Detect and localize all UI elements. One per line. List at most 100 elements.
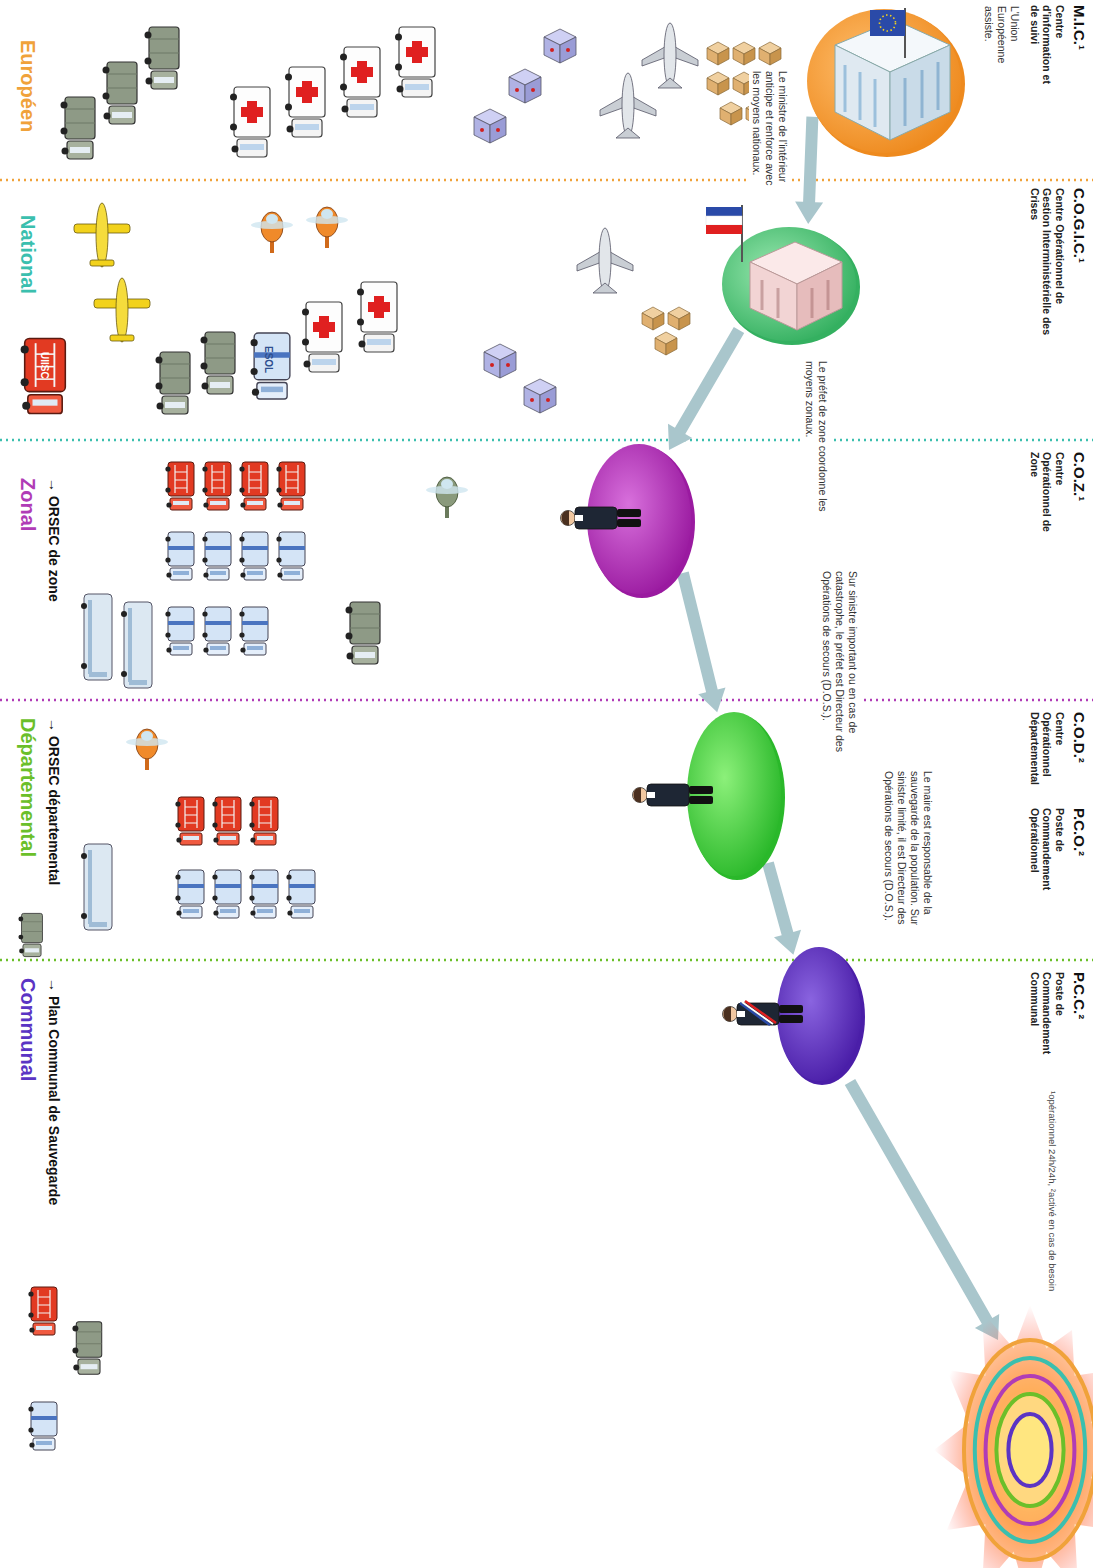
plan-name: → Plan Communal de Sauvegarde <box>46 978 62 1205</box>
prefect-figure <box>561 507 642 529</box>
center-name: Centre Opérationnel de Gestion Intermini… <box>1028 188 1066 338</box>
level-title: Départemental <box>16 718 39 857</box>
burst-rays <box>934 1305 1093 1568</box>
vehicle-marking: ESOL <box>263 346 274 373</box>
role-note: Sur sinistre important ou en cas de cata… <box>819 570 860 762</box>
bus-icon <box>81 594 112 680</box>
disc-face <box>777 947 861 1081</box>
container-icon <box>544 29 576 63</box>
center-acronym: C.O.D.² <box>1071 712 1088 763</box>
fire-truck-icon <box>249 797 278 845</box>
ambulance-icon <box>285 67 325 137</box>
disc-shape <box>585 442 695 598</box>
helicopter-icon <box>251 212 293 253</box>
ambulance-icon <box>340 47 380 117</box>
window-row <box>874 79 877 127</box>
level-title: Zonal <box>16 478 39 531</box>
ambulance-icon <box>230 87 270 157</box>
bus-icon <box>121 602 152 688</box>
sash-stripe <box>745 1001 776 1023</box>
level-band: NationalC.O.G.I.C.¹Centre Opérationnel d… <box>0 180 1093 440</box>
truck-icon <box>18 913 42 956</box>
waterbomber-icon <box>94 278 150 342</box>
command-disc: Le ministre de l'intérieur anticipe et r… <box>720 225 860 345</box>
disc-face <box>587 444 691 594</box>
window-row <box>859 72 862 120</box>
flag-stripe <box>706 207 742 216</box>
ambulance-icon <box>202 532 231 580</box>
command-arrow <box>668 327 744 450</box>
incident-arrow <box>845 1079 999 1340</box>
center-acronym: P.C.O.² <box>1071 808 1088 856</box>
mayor-body <box>723 1003 804 1025</box>
helicopter-icon <box>306 207 348 248</box>
center-name: Poste de Commandement Opérationnel <box>1028 808 1066 898</box>
helicopter-icon <box>126 729 168 770</box>
eu-building <box>835 8 950 140</box>
window-row <box>937 62 940 110</box>
prefect-figure <box>633 784 714 806</box>
disc-shape <box>685 710 785 880</box>
plane-icon <box>577 228 633 293</box>
eu-flag <box>870 10 905 36</box>
window-row <box>921 70 924 118</box>
ambulance-icon <box>165 532 194 580</box>
waterbomber-icon <box>74 203 130 267</box>
fire-truck-icon <box>202 462 231 510</box>
container-icon <box>509 69 541 103</box>
command-disc: L'Union Européenne assiste. <box>805 7 965 157</box>
ambulance-icon <box>302 302 342 372</box>
level-band: EuropéenM.I.C.¹Centre d'information et d… <box>0 0 1093 180</box>
supply-box <box>733 42 755 65</box>
sash-stripe <box>740 1003 770 1025</box>
building-roof <box>750 242 842 284</box>
center-acronym: P.C.C.² <box>1071 972 1088 1019</box>
supply-box <box>759 42 781 65</box>
truck-icon <box>201 332 236 394</box>
level-band: Zonal→ ORSEC de zoneC.O.Z.¹Centre Opérat… <box>0 440 1093 700</box>
disc-face <box>687 712 781 876</box>
band-separator <box>0 959 1093 962</box>
supply-box <box>668 307 690 330</box>
truck-icon <box>346 602 381 664</box>
vehicle-marking: UIISC <box>39 352 50 379</box>
center-acronym: M.I.C.¹ <box>1071 5 1088 50</box>
building-side <box>797 262 842 330</box>
footnote: ¹opérationnel 24h/24h, ²activé en cas de… <box>1046 1090 1059 1292</box>
disc-face <box>722 227 856 341</box>
level-title: Européen <box>16 40 39 132</box>
center-acronym: C.O.G.I.C.¹ <box>1071 188 1088 263</box>
flag-stripe <box>706 225 742 234</box>
flag-stars <box>880 15 896 31</box>
role-note: L'Union Européenne assiste. <box>981 5 1022 82</box>
disc-shape <box>805 7 965 157</box>
center-name: Poste de Commandement Communal <box>1028 972 1066 1062</box>
bus-icon <box>81 844 112 930</box>
command-disc: Sur sinistre important ou en cas de cata… <box>685 710 785 880</box>
command-arrow <box>762 861 801 954</box>
fire-truck-icon <box>276 462 305 510</box>
command-disc: Le maire est responsable de la sauvegard… <box>775 945 865 1085</box>
fire-truck-icon <box>212 797 241 845</box>
level-title: Communal <box>16 978 39 1081</box>
building-side <box>835 45 890 140</box>
sash-stripe <box>742 1002 773 1024</box>
container-icon <box>524 379 556 413</box>
ring-national <box>975 1358 1085 1542</box>
truck-icon <box>145 27 180 89</box>
ambulance-icon <box>357 282 397 352</box>
command-disc: Le préfet de zone coordonne les moyens z… <box>585 442 695 598</box>
role-note: Le maire est responsable de la sauvegard… <box>881 770 936 957</box>
incident-burst <box>934 1305 1093 1568</box>
building-roof <box>835 20 950 72</box>
ambulance-icon <box>28 1402 57 1450</box>
disc-shape <box>775 945 865 1085</box>
disc-shape <box>720 225 860 345</box>
window-row <box>904 78 907 126</box>
center-acronym: C.O.Z.¹ <box>1071 452 1088 501</box>
fire-truck-icon <box>165 462 194 510</box>
building-side <box>890 45 950 140</box>
fire-truck-icon <box>28 1287 57 1335</box>
ambulance-icon <box>249 870 278 918</box>
